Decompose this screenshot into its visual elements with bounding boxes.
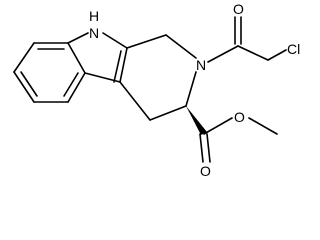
atom-label-ester-o: O [234, 109, 245, 125]
methyl-ester-group [186, 106, 278, 163]
bond-ester-co-a [199, 133, 204, 163]
benzene-ring [13, 42, 86, 103]
bond-n1-c9a [102, 32, 128, 49]
bond-benzene-2 [13, 42, 35, 73]
bond-carbonyl-ch2 [237, 45, 269, 61]
bond-c1-n2 [165, 34, 197, 59]
bond-benzene-6 [67, 42, 86, 74]
bond-c4b-c4a [84, 72, 121, 83]
bond-benzene-double-b [20, 71, 38, 97]
bond-oester-methyl [248, 117, 278, 135]
bond-n2-carbonyl [207, 45, 239, 63]
bond-ch2-cl [267, 49, 287, 61]
atom-label-nh-h: H [89, 8, 99, 24]
bond-ester-co-b [206, 133, 211, 163]
bond-n2-c3 [185, 71, 197, 107]
tetrahydropyridine-ring [119, 34, 197, 121]
atom-label-nh-n: N [89, 25, 99, 41]
bond-benzene-3 [13, 71, 35, 103]
bond-c9a-c4b [119, 47, 128, 83]
pyrrole-ring [67, 32, 128, 83]
chloroacetyl-group [207, 16, 287, 63]
molecule-structure: N H N O Cl O O [13, 1, 300, 179]
bond-c3-c4 [149, 105, 187, 121]
atom-label-acyl-o: O [233, 1, 244, 17]
atom-label-cl: Cl [287, 41, 300, 57]
bond-c4-c4b [119, 81, 151, 121]
bond-c9a-c1 [126, 34, 167, 49]
bond-c7a-n1 [67, 32, 89, 44]
stereo-wedge-bond [186, 106, 207, 135]
bond-c9a-c4b-double [113, 50, 122, 83]
bond-benzene-double-c [63, 72, 79, 97]
atom-label-ring-n: N [196, 57, 206, 73]
atom-label-ester-carbonyl-o: O [200, 163, 211, 179]
bond-carbonyl-oester [203, 117, 233, 135]
bond-benzene-5 [67, 72, 86, 103]
